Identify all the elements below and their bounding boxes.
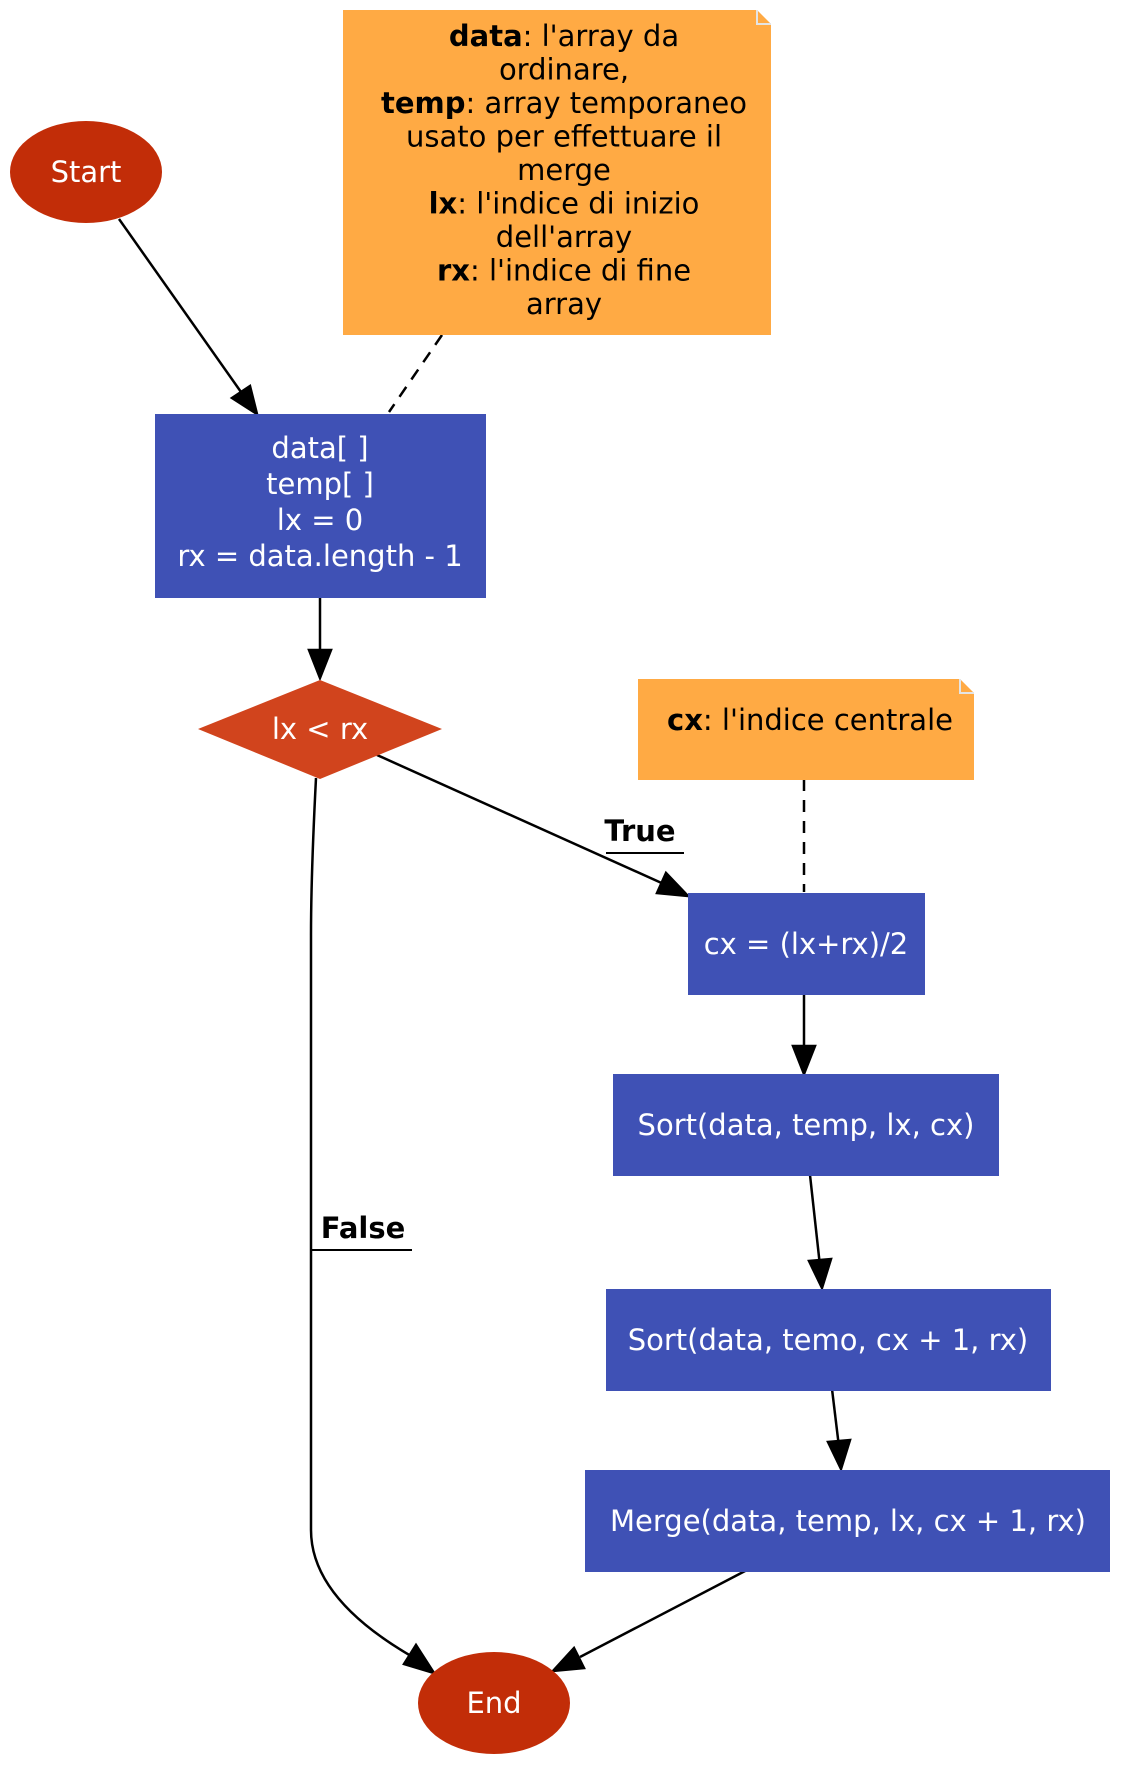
decision-label: lx < rx bbox=[272, 712, 368, 746]
edge-sort-left-to-sort-right bbox=[808, 1174, 822, 1267]
params-note-fold bbox=[756, 10, 771, 25]
sort-right-rect bbox=[606, 1289, 1051, 1391]
sort-right-label: Sort(data, temo, cx + 1, rx) bbox=[628, 1323, 1029, 1357]
edge-decision-to-cx-arrowhead bbox=[655, 870, 692, 898]
false-label: False bbox=[321, 1211, 406, 1245]
text-line: usato per effettuare il bbox=[406, 120, 722, 154]
text-line-keyword: data bbox=[449, 19, 523, 53]
text-line: temp: array temporaneo bbox=[381, 86, 747, 120]
edge-init-to-decision-arrowhead bbox=[307, 648, 333, 682]
cx-note-text: cx: l'indice centrale bbox=[667, 703, 953, 737]
text-line: lx: l'indice di inizio bbox=[429, 187, 700, 221]
text-line: rx = data.length - 1 bbox=[177, 539, 462, 573]
edges bbox=[117, 218, 852, 1676]
merge-label: Merge(data, temp, lx, cx + 1, rx) bbox=[610, 1504, 1086, 1538]
cx-note-shape bbox=[638, 679, 974, 780]
text-line-body: : l'indice di inizio bbox=[457, 187, 699, 221]
init-rect bbox=[155, 414, 486, 598]
text-line-body: ordinare, bbox=[499, 53, 629, 87]
decision-node[interactable]: lx < rx bbox=[198, 680, 442, 779]
merge-rect bbox=[585, 1470, 1110, 1572]
text-line: ordinare, bbox=[499, 53, 629, 87]
sort-right-node[interactable]: Sort(data, temo, cx + 1, rx) bbox=[606, 1289, 1051, 1391]
start-label: Start bbox=[51, 155, 122, 189]
text-line-body: : l'indice centrale bbox=[703, 703, 953, 737]
text-line: data[ ] bbox=[271, 431, 368, 465]
edge-merge-to-end bbox=[579, 1568, 748, 1659]
text-line: cx: l'indice centrale bbox=[667, 703, 953, 737]
text-line: dell'array bbox=[496, 220, 632, 254]
text-line: data: l'array da bbox=[449, 19, 679, 53]
merge-node[interactable]: Merge(data, temp, lx, cx + 1, rx) bbox=[585, 1470, 1110, 1572]
compute-cx-rect bbox=[688, 893, 925, 995]
edge-params-note-to-init bbox=[387, 334, 444, 413]
text-line-keyword: cx bbox=[667, 703, 703, 737]
end-label: End bbox=[466, 1686, 521, 1720]
text-line-body: array bbox=[526, 287, 602, 321]
edge-sort-right-to-merge bbox=[830, 1388, 841, 1448]
params-note-shape bbox=[343, 10, 771, 335]
text-line: temp[ ] bbox=[266, 467, 374, 501]
text-line-keyword: lx bbox=[429, 187, 458, 221]
text-line: lx = 0 bbox=[277, 503, 363, 537]
text-line-body: : l'indice di fine bbox=[470, 254, 691, 288]
start-ellipse bbox=[10, 121, 162, 223]
text-line-keyword: rx bbox=[437, 254, 470, 288]
edge-merge-to-end-arrowhead bbox=[549, 1645, 586, 1673]
edge-decision-to-cx bbox=[376, 753, 667, 887]
edge-start-to-init bbox=[117, 218, 243, 393]
text-line-keyword: temp bbox=[381, 86, 466, 120]
edge-start-to-init-arrowhead bbox=[229, 383, 259, 417]
edge-decision-to-end-arrowhead bbox=[402, 1642, 437, 1676]
compute-cx-label: cx = (lx+rx)/2 bbox=[704, 927, 909, 961]
true-label: True bbox=[604, 814, 675, 848]
start-node[interactable]: Start bbox=[10, 121, 162, 223]
text-line-body: usato per effettuare il bbox=[406, 120, 722, 154]
end-node[interactable]: End bbox=[418, 1652, 570, 1754]
compute-cx-node[interactable]: cx = (lx+rx)/2 bbox=[688, 893, 925, 995]
edge-sort-right-to-merge-arrowhead bbox=[826, 1438, 852, 1473]
decision-diamond bbox=[198, 680, 442, 779]
edge-cx-to-sort-left-arrowhead bbox=[791, 1044, 817, 1078]
text-line-body: : l'array da bbox=[523, 19, 679, 53]
text-line-body: dell'array bbox=[496, 220, 632, 254]
sort-left-node[interactable]: Sort(data, temp, lx, cx) bbox=[613, 1074, 999, 1176]
cx-note-fold bbox=[959, 679, 974, 694]
edge-sort-left-to-sort-right-arrowhead bbox=[807, 1257, 833, 1292]
text-line-body: merge bbox=[517, 153, 611, 187]
text-line: merge bbox=[517, 153, 611, 187]
text-line: array bbox=[526, 287, 602, 321]
cx-note: cx: l'indice centrale bbox=[638, 679, 974, 780]
text-line-body: : array temporaneo bbox=[465, 86, 747, 120]
text-line: rx: l'indice di fine bbox=[437, 254, 691, 288]
end-ellipse bbox=[418, 1652, 570, 1754]
sort-left-rect bbox=[613, 1074, 999, 1176]
sort-left-label: Sort(data, temp, lx, cx) bbox=[638, 1108, 975, 1142]
edge-decision-to-end bbox=[309, 777, 419, 1662]
